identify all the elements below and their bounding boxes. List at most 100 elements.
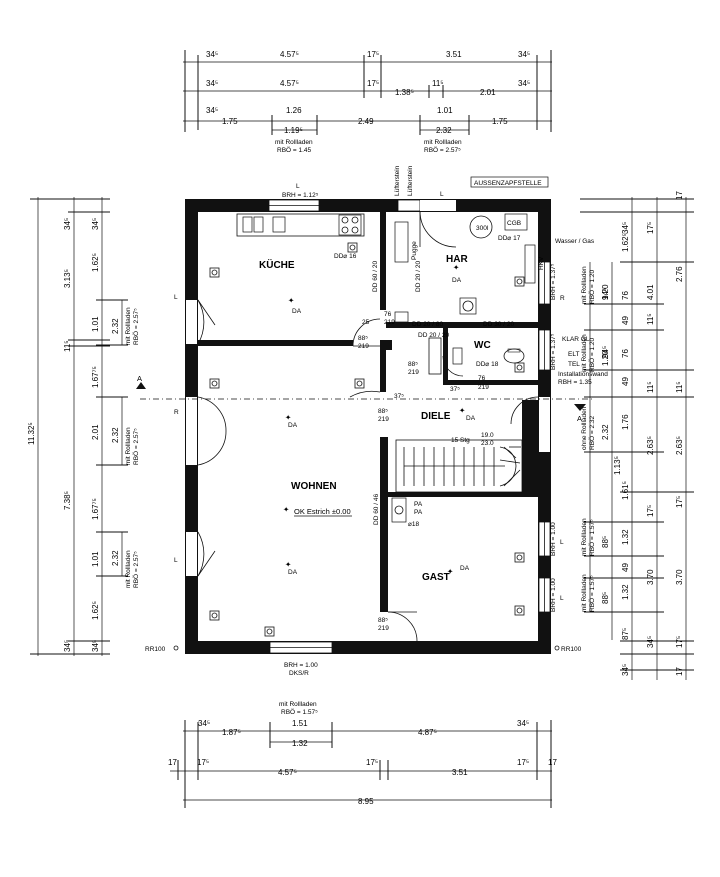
rollladen-right1: mit Rollladen <box>581 266 588 304</box>
dim-top3-6: 1.75 <box>492 117 508 126</box>
rbo-left2: RBÖ = 2.57⁵ <box>132 428 140 465</box>
side-L-2: L <box>174 557 178 564</box>
dim-top-4: 3.51 <box>446 50 462 59</box>
door-219-a: 219 <box>358 343 369 350</box>
svg-text:✦: ✦ <box>288 296 294 305</box>
door-219-e: 219 <box>378 416 389 423</box>
dim-top2-6: 2.01 <box>480 88 496 97</box>
rbo-top-left: RBÖ = 1.45 <box>277 146 312 154</box>
dd18-label: DD⌀ 18 <box>476 361 499 368</box>
door-76-a: 76 <box>384 311 392 318</box>
rbo-right5: RBÖ = 1.57⁵ <box>588 575 596 612</box>
da-diele: DA <box>466 415 476 422</box>
luefterstein-1: Lüfterstein <box>394 165 401 196</box>
dd17-label: DD⌀ 17 <box>498 235 521 242</box>
dim-right-2: 2.76 <box>675 266 684 282</box>
dim-top-1: 34⁵ <box>206 50 218 59</box>
da-har: DA <box>452 277 462 284</box>
dim-right-3: 11⁵ <box>675 381 684 393</box>
dim-left3-9: 34⁵ <box>91 640 100 652</box>
rollladen-bottom: mit Rollladen <box>279 701 317 708</box>
brh-gast2: BRH = 1.00 <box>550 578 557 612</box>
dim-right4-2: 94⁵ <box>601 346 610 358</box>
rbo-bottom: RBÖ = 1.57⁵ <box>281 708 318 716</box>
aussenzapf-label: AUSSENZAPFSTELLE <box>474 180 542 187</box>
dim-top-5: 34⁵ <box>518 50 530 59</box>
tel-label: TEL <box>568 361 580 368</box>
dim-right3-10: 34⁵ <box>621 664 630 676</box>
dim-bottom1-1: 34⁵ <box>198 719 210 728</box>
rollladen-left1: mit Rollladen <box>125 307 132 345</box>
dim-right3-6: 49 <box>621 377 630 386</box>
rr100-right: RR100 <box>561 646 582 653</box>
rbo-top-right: RBÖ = 2.57⁵ <box>424 146 461 154</box>
rbo-right3: RBÖ = 2.32 <box>588 415 596 450</box>
rbo-right2: RBÖ = 1.20 <box>588 337 596 372</box>
brh-bottom: BRH = 1.00 <box>284 662 318 669</box>
dim-right-5: 17⁵ <box>675 496 684 508</box>
dim-bottom1-3: 1.51 <box>292 719 308 728</box>
dd20-20-label: DD 20 / 20 <box>415 261 422 292</box>
stairs-dim1: 19.0 <box>481 432 494 439</box>
dim-left3-7: 1.01 <box>91 551 100 567</box>
dim-left3-8: 1.62⁵ <box>91 601 100 620</box>
rbo-left3: RBÖ = 2.57⁵ <box>132 551 140 588</box>
brh-wc: BRH = 1.37⁵ <box>550 333 557 370</box>
dim-left3-5: 2.01 <box>91 424 100 440</box>
dim-left3-6: 1.67⁷⁵ <box>91 498 100 520</box>
dim-right2-7: 3.70 <box>646 569 655 585</box>
dd30-20-label: DD 30 / 20 <box>483 321 514 328</box>
wasser-gas-label: Wasser / Gas <box>555 238 595 245</box>
interior-walls <box>198 212 538 612</box>
door-88-b: 88⁵ <box>408 361 418 368</box>
svg-text:✦: ✦ <box>283 505 289 514</box>
dim-left4-2: 2.32 <box>111 427 120 443</box>
staircase: 15 Stg 19.0 23.0 <box>395 432 523 493</box>
pa2-label: PA <box>414 509 423 516</box>
dim-top3-4: 1.75 <box>222 117 238 126</box>
dim-right2-1: 17⁵ <box>646 222 655 234</box>
hkv-label: HKV <box>538 256 545 270</box>
dd20-80-label: DD 20 / 80 <box>412 321 443 328</box>
bottom-dimensions: mit Rollladen RBÖ = 1.57⁵ 34⁵ 1.87⁵ 1.51… <box>168 701 557 808</box>
dim-left4-3: 2.32 <box>111 550 120 566</box>
stairs-label: 15 Stg <box>451 437 470 444</box>
dim-right3-5: 76 <box>621 349 630 358</box>
side-L-top-right: L <box>440 191 444 198</box>
side-L-1: L <box>174 294 178 301</box>
dim-right3-3: 76 <box>621 291 630 300</box>
dim-right2-2: 4.01 <box>646 284 655 300</box>
klar-gl-label: KLAR GL <box>562 336 590 343</box>
cgb-label: CGB <box>507 220 521 227</box>
dim-right4-3: 1.13⁵ <box>613 456 622 475</box>
dim-right5-1: 1.20 <box>601 284 610 300</box>
room-kueche: KÜCHE <box>259 258 295 271</box>
door-37-b: 37⁵ <box>394 393 404 400</box>
dim-top3-1: 34⁵ <box>206 106 218 115</box>
rollladen-right5: mit Rollladen <box>581 574 588 612</box>
dim-right3-4: 49 <box>621 316 630 325</box>
dim-left3-1: 34⁵ <box>91 218 100 230</box>
door-88-c: 88⁵ <box>378 408 388 415</box>
dim-right4-5: 1.32 <box>621 584 630 600</box>
door-88-d: 88⁵ <box>378 617 388 624</box>
dim-top3-5: 2.49 <box>358 117 374 126</box>
door-76-b: 76 <box>478 375 486 382</box>
door-88-a: 88⁵ <box>358 335 368 342</box>
dim-left2-4: 7.38⁵ <box>63 491 72 510</box>
door-37-a: 37⁵ <box>450 386 460 393</box>
dim-left4-1: 2.32 <box>111 318 120 334</box>
room-har: HAR <box>446 254 468 265</box>
right-dimensions: 17 2.76 11⁵ 2.63⁵ 17⁵ 3.70 17⁵ 17 17⁵ 4.… <box>580 191 694 680</box>
side-L-4: L <box>560 595 564 602</box>
dim-top2-7: 34⁵ <box>518 79 530 88</box>
brh-top: BRH = 1.12⁵ <box>282 192 319 199</box>
dim-right3-9: 49 <box>621 563 630 572</box>
brh-gast1: BRH = 1.00 <box>550 522 557 556</box>
dim-right-7: 17⁵ <box>675 636 684 648</box>
dim-top-2: 4.57⁵ <box>280 50 299 59</box>
dim-bottom-total: 8.95 <box>358 797 374 806</box>
luefterstein-2: Lüfterstein <box>407 165 414 196</box>
dim-right-4: 2.63⁵ <box>675 436 684 455</box>
dim-top3-2: 1.26 <box>286 106 302 115</box>
